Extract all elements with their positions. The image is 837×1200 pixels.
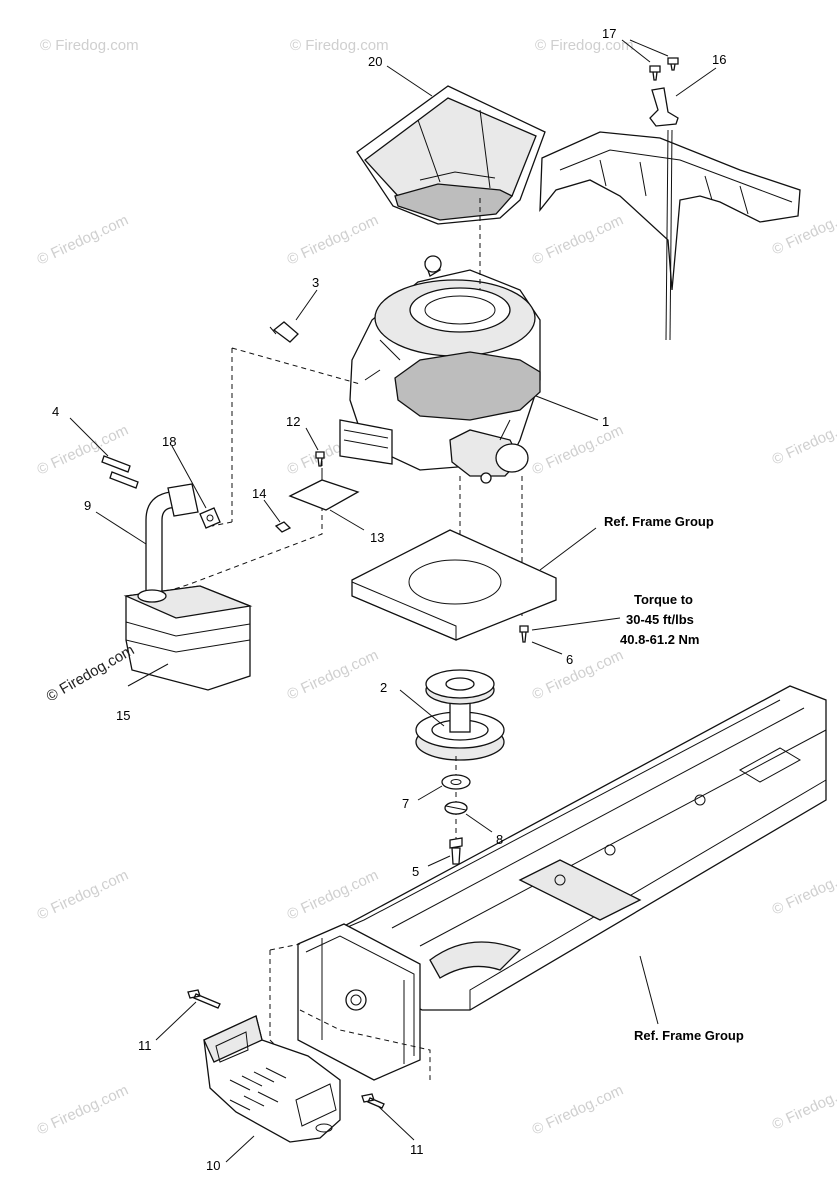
callout-7: 7 bbox=[402, 796, 409, 811]
watermark-text: © Firedog.com bbox=[770, 862, 837, 919]
frame-front-plate bbox=[297, 923, 421, 1081]
callout-3: 3 bbox=[312, 275, 319, 290]
callout-20: 20 bbox=[368, 54, 382, 69]
note-torque-nm: 40.8-61.2 Nm bbox=[620, 632, 700, 647]
callout-18: 18 bbox=[162, 434, 176, 449]
part-2-pulley bbox=[415, 669, 505, 761]
note-ref-frame-group: Ref. Frame Group bbox=[634, 1028, 744, 1043]
part-1-engine bbox=[339, 255, 541, 484]
note-torque: Torque to bbox=[634, 592, 693, 607]
part-9-pipe bbox=[145, 483, 199, 593]
watermark-text: © Firedog.com bbox=[35, 212, 132, 269]
callout-11: 11 bbox=[410, 1142, 424, 1157]
alignment-line bbox=[211, 347, 361, 527]
part-6-bolt bbox=[519, 625, 529, 643]
watermark-text: © Firedog.com bbox=[770, 412, 837, 469]
engine-mount-plate bbox=[351, 529, 557, 641]
watermark-text: © Firedog.com bbox=[285, 212, 382, 269]
part-7-washer bbox=[441, 774, 471, 790]
callout-15: 15 bbox=[116, 708, 130, 723]
callout-16: 16 bbox=[712, 52, 726, 67]
callout-5: 5 bbox=[412, 864, 419, 879]
callout-14: 14 bbox=[252, 486, 266, 501]
callout-11: 11 bbox=[138, 1038, 152, 1053]
watermark-copyright: © Firedog.com bbox=[44, 641, 138, 705]
part-13-plate bbox=[274, 451, 360, 533]
part-4-bolts bbox=[101, 455, 139, 489]
callout-6: 6 bbox=[566, 652, 573, 667]
watermark-text: © Firedog.com bbox=[290, 37, 389, 54]
watermark-text: © Firedog.com bbox=[530, 422, 627, 479]
part-18-gasket bbox=[199, 507, 221, 529]
part-17-screws bbox=[649, 57, 679, 81]
watermark-text: © Firedog.com bbox=[530, 1082, 627, 1139]
part-11-bolt-left bbox=[187, 989, 221, 1009]
callout-9: 9 bbox=[84, 498, 91, 513]
callout-13: 13 bbox=[370, 530, 384, 545]
part-20-shroud bbox=[356, 85, 546, 225]
note-torque-ftlbs: 30-45 ft/lbs bbox=[626, 612, 694, 627]
callout-labels: 17 16 20 3 1 4 18 12 14 9 13 6 2 15 7 8 … bbox=[52, 26, 726, 1173]
frame-chassis bbox=[321, 685, 827, 1011]
part-3-plug bbox=[269, 321, 299, 343]
callout-17: 17 bbox=[602, 26, 616, 41]
part-15-muffler bbox=[123, 585, 253, 691]
callout-10: 10 bbox=[206, 1158, 220, 1173]
watermark-text: © Firedog.com bbox=[40, 37, 139, 54]
watermark-text: © Firedog.com bbox=[285, 647, 382, 704]
watermark-text: © Firedog.com bbox=[35, 1082, 132, 1139]
part-11-bolt-right bbox=[361, 1093, 385, 1109]
callout-8: 8 bbox=[496, 832, 503, 847]
callout-12: 12 bbox=[286, 414, 300, 429]
callout-1: 1 bbox=[602, 414, 609, 429]
part-8-lockwasher bbox=[444, 801, 468, 815]
watermark-text: © Firedog.com bbox=[770, 1077, 837, 1134]
watermark-text: © Firedog.com bbox=[530, 212, 627, 269]
watermark-text: © Firedog.com bbox=[530, 647, 627, 704]
leader-lines bbox=[69, 39, 717, 1163]
part-16-dipstick bbox=[539, 87, 801, 341]
watermark-text: © Firedog.com bbox=[535, 37, 634, 54]
callout-2: 2 bbox=[380, 680, 387, 695]
note-ref-frame-group: Ref. Frame Group bbox=[604, 514, 714, 529]
part-5-bolt bbox=[449, 837, 463, 865]
callout-4: 4 bbox=[52, 404, 59, 419]
watermark-text: © Firedog.com bbox=[35, 867, 132, 924]
part-10-guard bbox=[203, 1015, 341, 1143]
notes: Ref. Frame Group Torque to 30-45 ft/lbs … bbox=[604, 514, 744, 1043]
